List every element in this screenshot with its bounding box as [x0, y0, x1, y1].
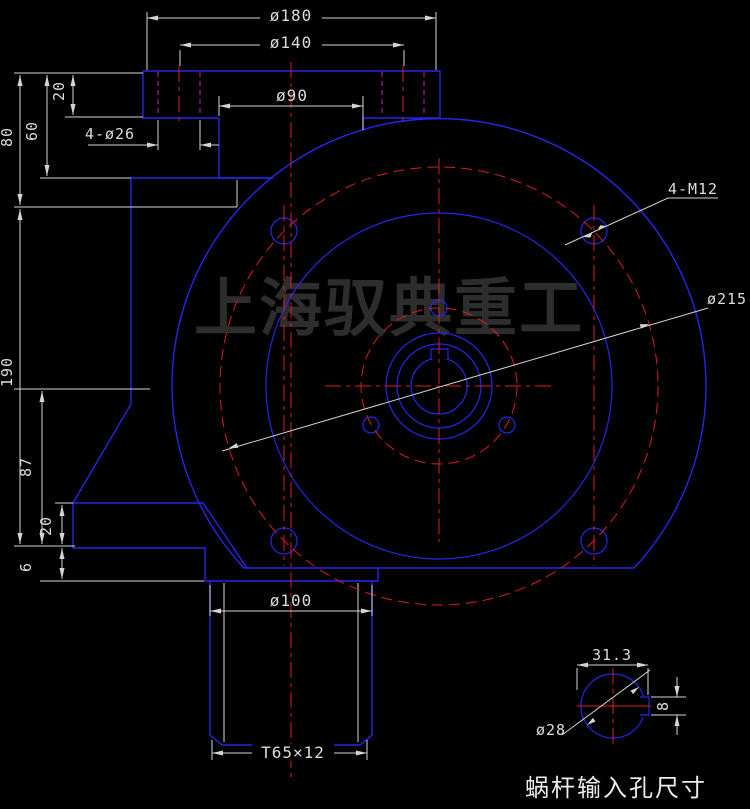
hidden-hole-layer	[157, 72, 425, 117]
dim-label-h80: 80	[0, 127, 16, 147]
dim-label-m12: 4-M12	[668, 180, 718, 198]
dim-label-d140: ø140	[270, 33, 313, 52]
bolt-circle-small	[360, 307, 518, 465]
dim-label-d28: ø28	[536, 721, 566, 739]
dim-label-d100: ø100	[270, 591, 313, 610]
dim-label-d90: ø90	[276, 86, 308, 105]
side-bracket-outline	[72, 177, 379, 582]
top-flange-outline	[142, 70, 441, 179]
dim-label-h190: 190	[0, 357, 16, 387]
face-hole-left	[362, 416, 380, 434]
flange-hole-centerlines	[178, 66, 404, 124]
dim-label-h87: 87	[17, 457, 35, 477]
dim-label-h60: 60	[23, 121, 41, 141]
dim-label-d215: ø215	[707, 290, 747, 308]
watermark-text: 上海驭典重工	[194, 272, 584, 345]
detail-view-worm-input-hole: 31.3 8 ø28	[536, 646, 686, 747]
leader-m12	[564, 197, 718, 246]
centerline-layer	[178, 62, 659, 778]
dim-label-w8: 8	[654, 701, 672, 711]
leader-d215	[221, 307, 709, 452]
bolt-circle-215	[219, 166, 659, 606]
housing-outer-circle	[171, 117, 707, 569]
dim-label-t65: T65×12	[261, 743, 325, 762]
dimension-layer: ø180 ø140 ø90 4-ø26 20 60 80 190 87 20 6…	[0, 6, 747, 762]
leader-d28	[561, 669, 651, 736]
detail-extension-lines	[576, 668, 686, 716]
flange-hole-hidden-lines	[157, 72, 425, 117]
dim-label-h20b: 20	[37, 516, 55, 536]
dim-label-h20: 20	[50, 81, 68, 101]
detail-caption: 蜗杆输入孔尺寸	[525, 774, 707, 802]
dim-label-h6: 6	[17, 562, 35, 572]
dim-label-d26: 4-ø26	[85, 125, 135, 143]
m12-hole-centerlines	[283, 205, 595, 566]
dim-label-w313: 31.3	[592, 646, 632, 664]
dim-label-d180: ø180	[270, 6, 313, 25]
face-hole-right	[498, 416, 516, 434]
